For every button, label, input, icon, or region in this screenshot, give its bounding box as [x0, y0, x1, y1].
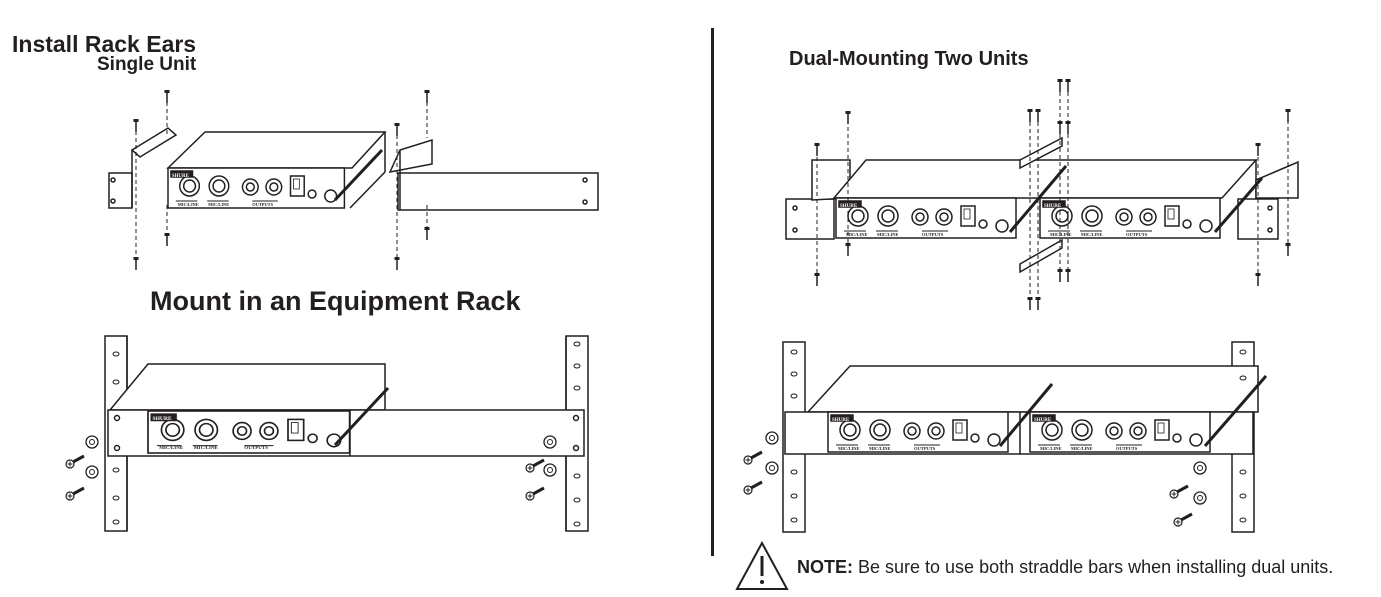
screw-icon	[64, 486, 86, 502]
washer-icon	[765, 461, 779, 475]
unit-panel-labels: SHURE MIC/LINE MIC/LINE OUTPUTS	[152, 416, 268, 451]
screw-icon	[393, 256, 401, 271]
rack-rail-holes	[112, 341, 581, 527]
screw-icon	[1064, 268, 1072, 283]
brand-label: SHURE	[832, 418, 850, 423]
single-unit-ears-illustration	[108, 95, 599, 262]
jack-label: MIC/LINE	[208, 202, 229, 207]
screw-icon	[1056, 120, 1064, 135]
screw-icon	[132, 118, 140, 133]
screw-icon	[163, 89, 171, 104]
washer-icon	[85, 435, 99, 449]
screw-icon	[1172, 512, 1194, 528]
screw-icon	[1026, 108, 1034, 123]
note-body: Be sure to use both straddle bars when i…	[853, 557, 1334, 577]
rack-rail-holes	[790, 349, 1247, 523]
screw-icon	[813, 272, 821, 287]
dual-mounting-title: Dual-Mounting Two Units	[789, 48, 1029, 70]
screw-icon	[423, 89, 431, 104]
brand-label: SHURE	[1034, 418, 1052, 423]
screw-icon	[423, 226, 431, 241]
note-text: NOTE: Be sure to use both straddle bars …	[797, 557, 1333, 578]
jack-label: MIC/LINE	[178, 202, 199, 207]
single-unit-subtitle: Single Unit	[97, 54, 197, 75]
jack-label: MIC/LINE	[1081, 232, 1103, 237]
washer-icon	[1193, 461, 1207, 475]
screw-icon	[1284, 108, 1292, 123]
screw-icon	[1064, 78, 1072, 93]
screw-icon	[844, 110, 852, 125]
screw-icon	[524, 486, 546, 502]
unit-panel-labels: SHURE MIC/LINE MIC/LINE OUTPUTS	[1044, 204, 1148, 237]
screw-icon	[163, 232, 171, 247]
output-label: OUTPUTS	[922, 232, 944, 237]
screw-icon	[1168, 484, 1190, 500]
screw-icon	[813, 142, 821, 157]
screw-icon	[1026, 296, 1034, 311]
washer-icon	[543, 435, 557, 449]
jack-label: MIC/LINE	[869, 446, 891, 451]
screw-icon	[1254, 142, 1262, 157]
jack-label: MIC/LINE	[1040, 446, 1062, 451]
output-label: OUTPUTS	[1126, 232, 1148, 237]
screw-icon	[1284, 242, 1292, 257]
dual-units-exploded-illustration	[785, 85, 1299, 300]
washer-icon	[85, 465, 99, 479]
screw-icon	[1064, 120, 1072, 135]
screw-icon	[1056, 78, 1064, 93]
brand-label: SHURE	[152, 416, 172, 422]
screw-icon	[1034, 108, 1042, 123]
screw-icon	[742, 450, 764, 466]
screw-icon	[393, 122, 401, 137]
screw-icon	[742, 480, 764, 496]
screw-icon	[1034, 296, 1042, 311]
jack-label: MIC/LINE	[194, 446, 218, 451]
section-divider	[711, 28, 714, 556]
screw-icon	[1254, 272, 1262, 287]
mount-rack-title: Mount in an Equipment Rack	[150, 286, 521, 316]
jack-label: MIC/LINE	[838, 446, 860, 451]
washer-icon	[1193, 491, 1207, 505]
output-label: OUTPUTS	[914, 446, 936, 451]
jack-label: MIC/LINE	[1050, 232, 1072, 237]
washer-icon	[765, 431, 779, 445]
screw-icon	[1056, 268, 1064, 283]
unit-panel-labels: SHURE MIC/LINE MIC/LINE OUTPUTS	[832, 418, 936, 451]
brand-label: SHURE	[840, 204, 858, 209]
screw-icon	[524, 458, 546, 474]
brand-label: SHURE	[172, 174, 190, 179]
washer-icon	[543, 463, 557, 477]
brand-label: SHURE	[1044, 204, 1062, 209]
warning-triangle-icon	[735, 540, 789, 590]
note-label: NOTE:	[797, 557, 853, 577]
output-label: OUTPUTS	[1116, 446, 1138, 451]
dual-units-rack-illustration	[782, 341, 1268, 533]
screw-icon	[64, 454, 86, 470]
install-rack-ears-title: Install Rack Ears	[12, 31, 197, 57]
unit-panel-labels: SHURE MIC/LINE MIC/LINE OUTPUTS	[840, 204, 944, 237]
rack-mount-illustration	[104, 335, 589, 532]
jack-label: MIC/LINE	[159, 446, 183, 451]
jack-label: MIC/LINE	[877, 232, 899, 237]
unit-panel-labels: SHURE MIC/LINE MIC/LINE OUTPUTS	[172, 174, 274, 207]
jack-label: MIC/LINE	[1071, 446, 1093, 451]
output-label: OUTPUTS	[244, 446, 268, 451]
output-label: OUTPUTS	[252, 202, 273, 207]
screw-icon	[132, 256, 140, 271]
screw-icon	[844, 242, 852, 257]
unit-panel-labels: SHURE MIC/LINE MIC/LINE OUTPUTS	[1034, 418, 1138, 451]
jack-label: MIC/LINE	[846, 232, 868, 237]
